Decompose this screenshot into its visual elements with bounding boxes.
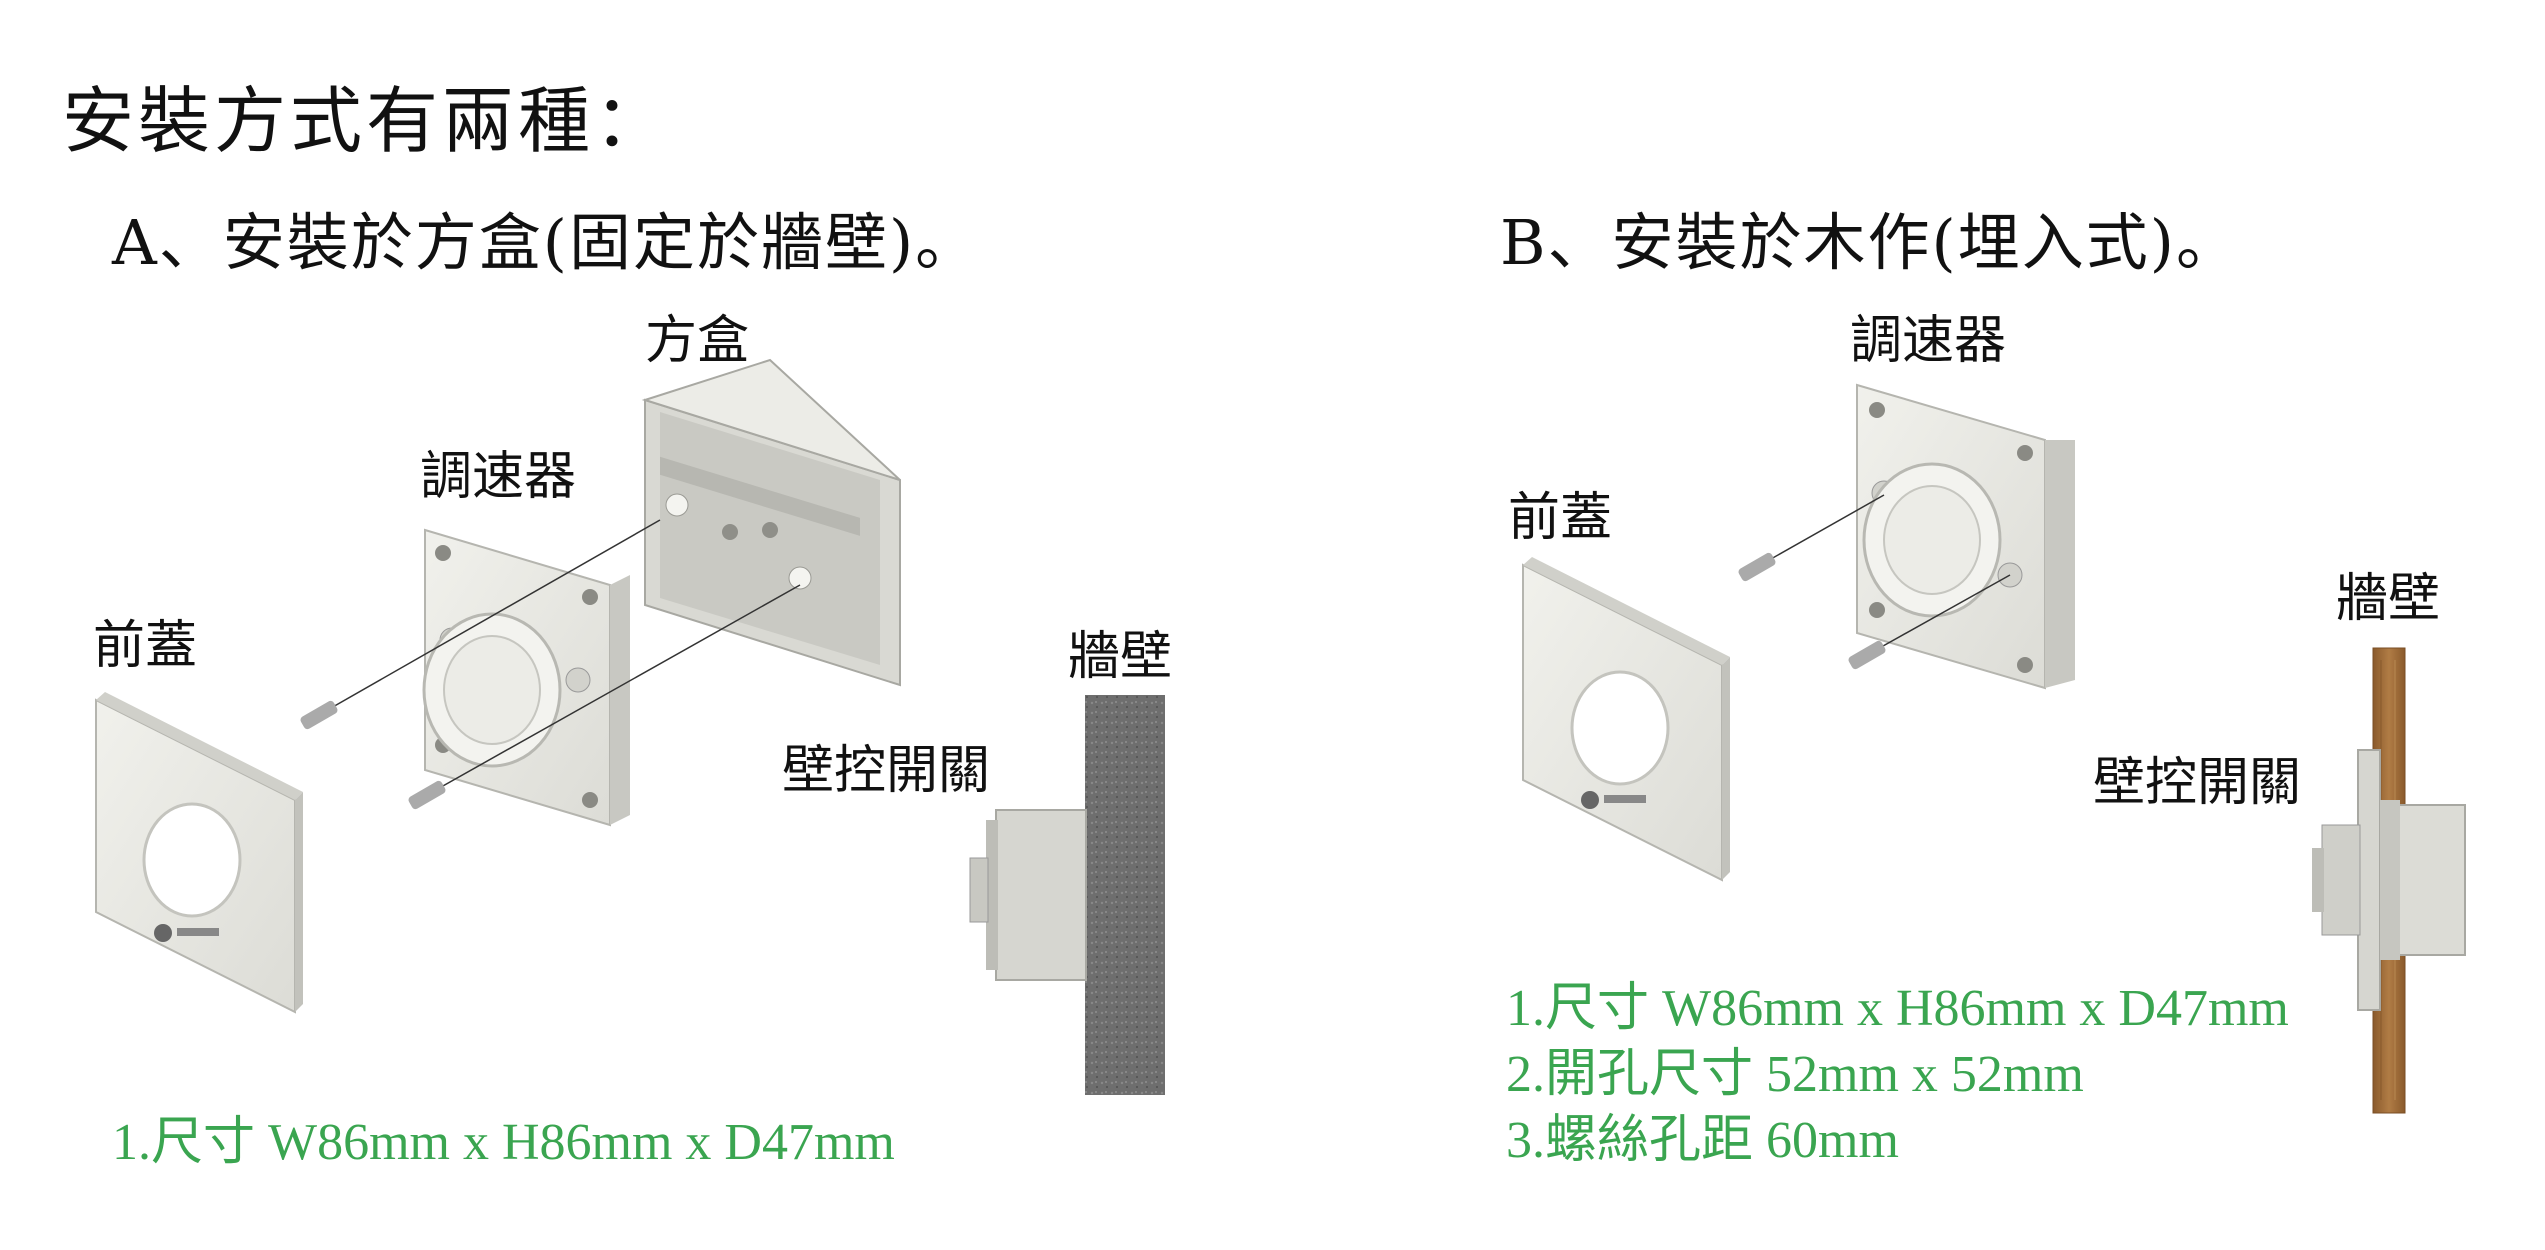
screws-a — [300, 519, 801, 810]
front-cover-b — [1522, 557, 1730, 882]
spec-b-3: 3.螺絲孔距 60mm — [1506, 1112, 1899, 1169]
label-b-cover: 前蓋 — [1508, 488, 1613, 548]
label-a-box: 方盒 — [645, 311, 750, 371]
label-a-switch: 壁控開關 — [782, 741, 991, 801]
controller-a — [422, 528, 630, 827]
spec-b-1: 1.尺寸 W86mm x H86mm x D47mm — [1506, 980, 2289, 1037]
label-b-wall: 牆壁 — [2336, 569, 2441, 629]
label-a-cover: 前蓋 — [93, 616, 198, 676]
label-a-wall: 牆壁 — [1068, 627, 1173, 687]
label-b-switch: 壁控開關 — [2093, 753, 2302, 813]
spec-a-1: 1.尺寸 W86mm x H86mm x D47mm — [112, 1114, 895, 1171]
page-title: 安裝方式有兩種： — [62, 79, 671, 163]
wall-switch-b — [2312, 749, 2466, 1011]
section-a-heading: A、安裝於方盒(固定於牆壁)。 — [112, 206, 980, 279]
wall-switch-a — [969, 809, 1087, 981]
square-box-a — [641, 358, 901, 687]
screws-b — [1738, 494, 2011, 670]
label-b-controller: 調速器 — [1850, 311, 2007, 371]
spec-b-2: 2.開孔尺寸 52mm x 52mm — [1506, 1046, 2084, 1103]
controller-b — [1856, 383, 2075, 690]
wall-a — [1085, 695, 1165, 1095]
front-cover-a — [95, 692, 303, 1014]
label-a-controller: 調速器 — [420, 447, 577, 507]
section-b-heading: B、安裝於木作(埋入式)。 — [1500, 206, 2240, 279]
